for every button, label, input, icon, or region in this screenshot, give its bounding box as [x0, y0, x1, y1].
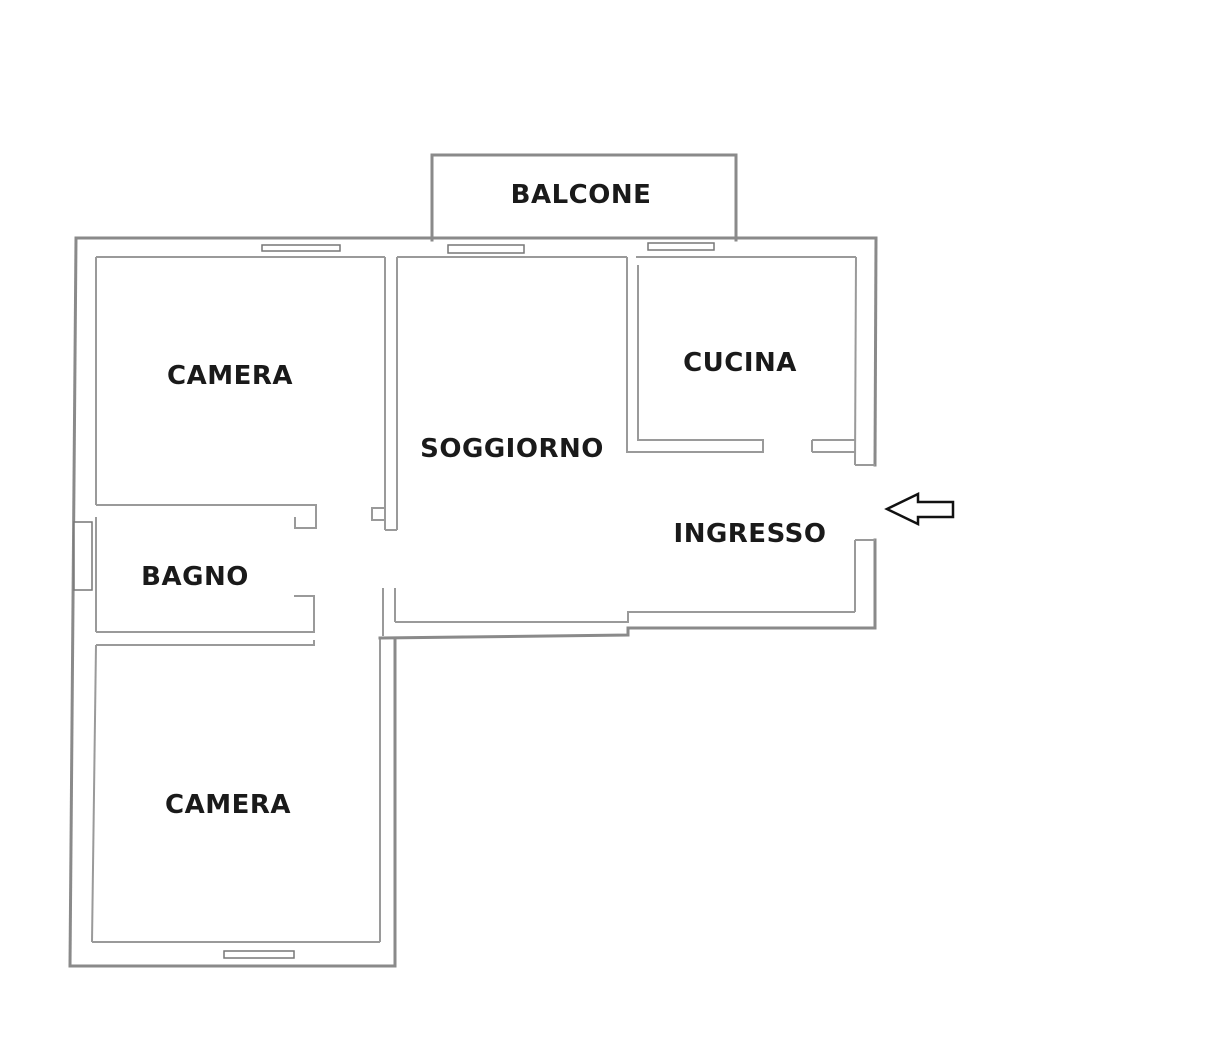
- entrance-arrow-icon: [884, 492, 955, 526]
- label-camera-top: CAMERA: [167, 361, 293, 391]
- label-bagno: BAGNO: [141, 562, 249, 592]
- window-cucina: [647, 242, 715, 251]
- label-ingresso: INGRESSO: [674, 519, 827, 549]
- interior-walls: [95, 257, 855, 646]
- window-camera-bottom: [223, 950, 295, 959]
- label-soggiorno: SOGGIORNO: [420, 434, 604, 464]
- label-balcone: BALCONE: [511, 180, 652, 210]
- windows: [73, 242, 715, 959]
- window-soggiorno: [447, 244, 525, 254]
- label-camera-bottom: CAMERA: [165, 790, 291, 820]
- window-camera-top: [261, 244, 341, 252]
- outer-walls: [68, 236, 878, 968]
- window-bagno: [73, 521, 93, 591]
- label-cucina: CUCINA: [683, 348, 797, 378]
- balcony: [430, 153, 738, 242]
